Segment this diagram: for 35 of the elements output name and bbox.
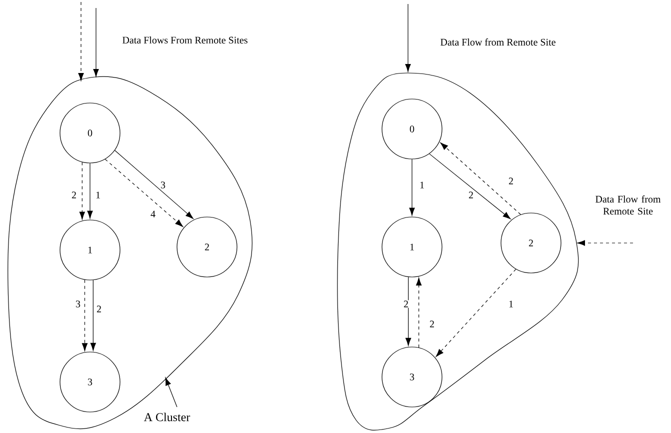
- arrow: [82, 280, 88, 352]
- flow-label: Data Flow from Remote Site: [596, 195, 661, 215]
- edge-label: 2: [403, 300, 409, 308]
- flow-label: Data Flows From Remote Sites: [122, 36, 248, 44]
- arrow: [429, 154, 511, 220]
- edge-label: 1: [95, 191, 101, 199]
- cluster-label: A Cluster: [144, 412, 190, 422]
- arrow: [79, 162, 85, 220]
- cluster-outline: [337, 72, 579, 431]
- edge-label: 2: [468, 191, 474, 199]
- arrow: [87, 163, 93, 219]
- arrow: [409, 159, 415, 216]
- arrow: [577, 240, 634, 246]
- flow-label: Data Flow from Remote Site: [440, 38, 556, 46]
- edge-label: 1: [419, 181, 425, 189]
- arrow: [405, 4, 411, 72]
- leader-arrow: [165, 377, 178, 408]
- arrow: [78, 2, 84, 81]
- edge-label: 2: [429, 320, 435, 328]
- edge-label: 2: [96, 305, 102, 313]
- arrow: [93, 8, 99, 77]
- edge-label: 2: [71, 191, 77, 199]
- arrow: [436, 268, 516, 357]
- edge-label: 1: [508, 300, 514, 308]
- edge-label: 3: [75, 300, 81, 308]
- arrow: [440, 142, 521, 215]
- arrow: [104, 158, 184, 227]
- edge-label: 3: [160, 181, 166, 189]
- edge-label: 4: [150, 210, 156, 218]
- arrow: [416, 278, 422, 348]
- arrow: [406, 276, 412, 346]
- cluster-outline: [8, 76, 252, 430]
- edge-label: 2: [508, 177, 514, 185]
- arrow: [90, 280, 96, 351]
- arrow: [114, 150, 194, 219]
